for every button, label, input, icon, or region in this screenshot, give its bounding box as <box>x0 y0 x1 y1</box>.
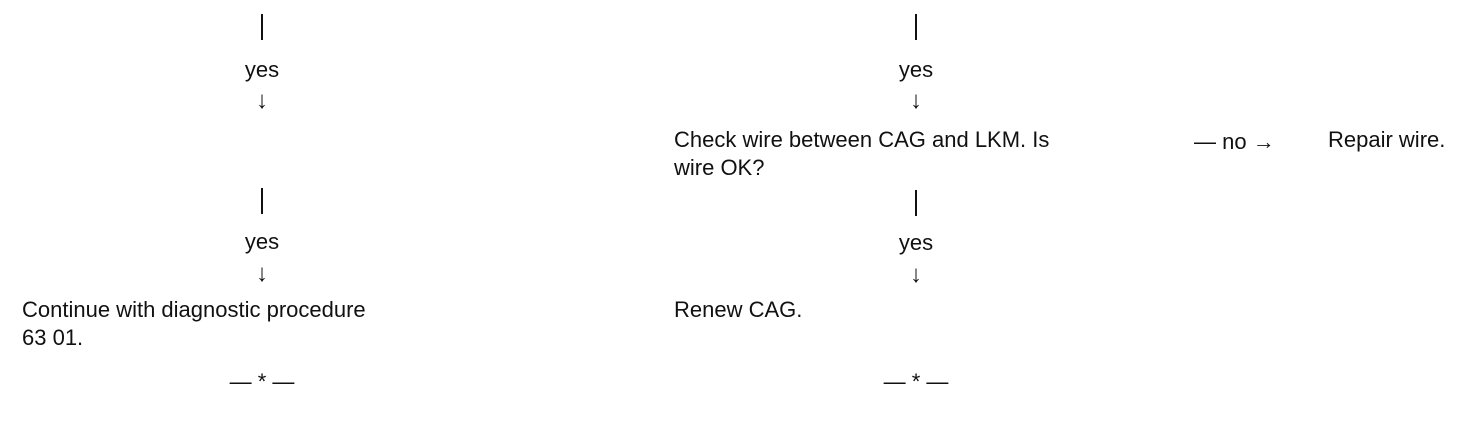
left-down-arrow-2: ↓ <box>256 260 268 287</box>
right-result-text: Renew CAG. <box>674 297 803 322</box>
right-connector-line-1 <box>915 14 917 40</box>
right-yes-label-1: yes <box>898 57 934 82</box>
right-question-text-line2: wire OK? <box>674 155 765 180</box>
left-result-text-line1: Continue with diagnostic procedure <box>22 297 366 322</box>
right-no-result-text: Repair wire. <box>1328 127 1446 152</box>
right-connector-line-2 <box>915 190 917 216</box>
left-end-marker: — * — <box>229 369 295 394</box>
left-yes-label-2: yes <box>244 229 280 254</box>
right-end-marker: — * — <box>883 369 949 394</box>
left-down-arrow-1: ↓ <box>256 87 268 114</box>
left-connector-line-1 <box>261 14 263 40</box>
left-result-text-line2: 63 01. <box>22 325 84 350</box>
right-question-text-line1: Check wire between CAG and LKM. Is <box>674 127 1050 152</box>
left-yes-label-1: yes <box>244 57 280 82</box>
right-down-arrow-1: ↓ <box>910 87 922 114</box>
right-yes-label-2: yes <box>898 230 934 255</box>
left-connector-line-2 <box>261 188 263 214</box>
right-down-arrow-2: ↓ <box>910 261 922 288</box>
right-no-branch-label: — no → <box>1194 129 1275 154</box>
